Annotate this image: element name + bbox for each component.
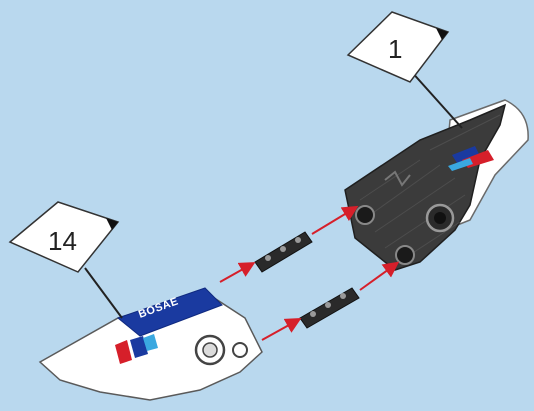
callout-1: 1 (348, 12, 462, 128)
callout-14: 14 (10, 202, 122, 318)
arrow-shell-to-pin-upper (220, 264, 252, 282)
callout-1-leader (410, 70, 462, 128)
connector-pin-upper (255, 232, 312, 272)
frame-pin-hole-upper (356, 206, 374, 224)
carbon-frame-part (345, 100, 528, 270)
arrow-pin-lower-to-frame (360, 264, 396, 290)
shell-axle-hole-center (203, 343, 217, 357)
frame-axle-hole-center (434, 212, 446, 224)
arrow-shell-to-pin-lower (262, 320, 298, 340)
white-shell-part: BOSAE (40, 288, 262, 400)
callout-14-label: 14 (48, 226, 77, 256)
arrow-pin-upper-to-frame (312, 208, 355, 234)
callout-14-leader (85, 268, 122, 318)
connector-pin-lower (300, 288, 359, 328)
shell-pin-hole (233, 343, 247, 357)
callout-1-label: 1 (388, 34, 402, 64)
frame-pin-hole-lower (396, 246, 414, 264)
